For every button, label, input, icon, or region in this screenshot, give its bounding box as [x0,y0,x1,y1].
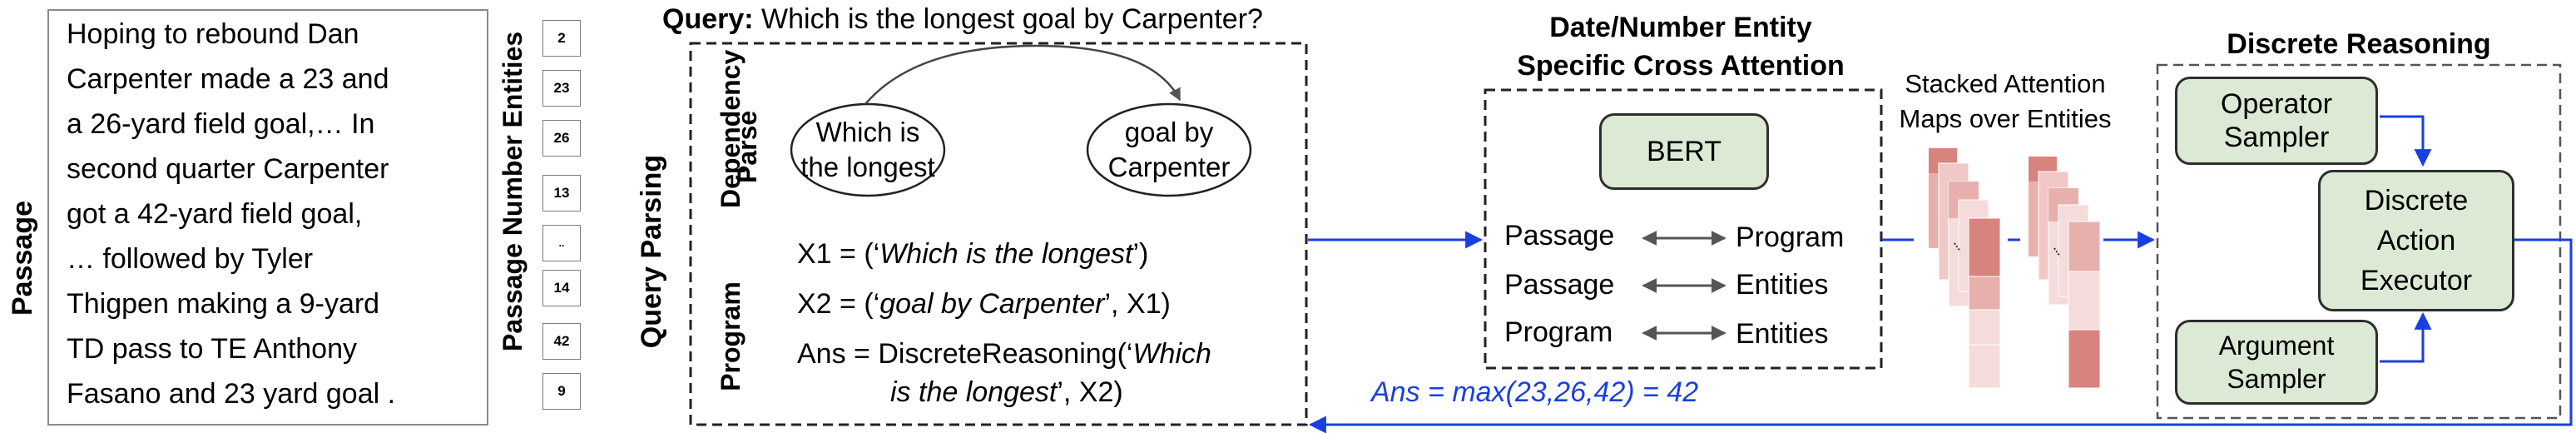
stacked-attention-map-1 [1929,148,2001,389]
flow-arrow-operator-to-executor [2380,115,2432,167]
entities-label: Passage Number Entities [498,31,528,351]
query-parsing-box [689,42,1308,426]
entity-cell: 42 [542,323,581,360]
entity-cell: 26 [542,120,581,157]
entity-cell: 14 [542,270,581,306]
stacked-attention-map-2 [2029,157,2101,389]
passage-line: … followed by Tyler [67,243,314,275]
dependency-node-1 [790,102,946,197]
reasoning-title: Discrete Reasoning [2227,28,2491,60]
discrete-reasoning-box [2156,63,2562,420]
query-prefix: Query: [662,3,754,35]
argument-sampler-box: Argument Sampler [2175,320,2378,405]
query-parsing-label: Query Parsing [636,154,667,349]
attention-row-1-right: Program [1736,221,1845,253]
flow-arrow-argument-to-executor [2380,311,2432,363]
passage-line: Fasano and 23 yard goal . [67,378,396,410]
bert-box: BERT [1599,113,1769,190]
dependency-node-2-text: goal by Carpenter [1107,117,1231,182]
entity-cell: 13 [542,175,581,212]
passage-label: Passage [7,201,38,316]
entity-cell: 9 [542,373,581,410]
entity-cell: 23 [542,70,581,107]
entity-cell: .. [542,225,581,261]
passage-box [47,9,488,426]
entity-cell: 2 [542,20,581,57]
attention-row-1-left: Passage [1504,220,1615,251]
program-label: Program [716,281,746,391]
passage-line: a 26-yard field goal,… In [67,108,375,140]
attention-row-2-right: Entities [1736,269,1829,301]
dependency-node-2 [1086,102,1252,197]
discrete-action-executor-box: Discrete Action Executor [2318,170,2514,311]
passage-line: Thigpen making a 9-yard [67,288,380,320]
attention-row-3-right: Entities [1736,318,1829,350]
dependency-node-1-text: Which is the longest [800,117,935,182]
program-line-ans: Ans = DiscreteReasoning(‘Which [797,338,1211,370]
stacked-maps-label: Stacked Attention Maps over Entities [1899,69,2112,133]
program-line-x2: X2 = (‘goal by Carpenter’, X1) [797,288,1171,320]
program-line-ans-cont: is the longest’, X2) [890,376,1123,408]
passage-line: TD pass to TE Anthony [67,333,357,365]
dependency-edge [864,44,1181,105]
passage-line: got a 42-yard field goal, [67,198,363,230]
dependency-label-2: Parse [732,110,762,183]
passage-line: Hoping to rebound Dan [67,18,359,50]
attention-row-3-left: Program [1504,316,1613,348]
flow-arrow-return [1308,238,2573,433]
attention-row-2-left: Passage [1504,269,1615,301]
attention-title-line-2: Specific Cross Attention [1517,50,1845,82]
attention-title: Date/Number Entity Specific Cross Attent… [1448,8,1914,85]
passage-line: second quarter Carpenter [67,153,389,185]
attention-title-line-1: Date/Number Entity [1549,12,1812,43]
cross-attention-box [1484,88,1883,370]
program-line-x1: X1 = (‘Which is the longest’) [797,238,1149,270]
operator-sampler-box: Operator Sampler [2175,77,2378,165]
query-text: Which is the longest goal by Carpenter? [761,3,1263,35]
answer-text: Ans = max(23,26,42) = 42 [1371,376,1699,408]
passage-line: Carpenter made a 23 and [67,63,389,95]
passage-text: Hoping to rebound Dan Carpenter made a 2… [67,12,471,416]
query-title: Query: Which is the longest goal by Carp… [662,3,1263,36]
